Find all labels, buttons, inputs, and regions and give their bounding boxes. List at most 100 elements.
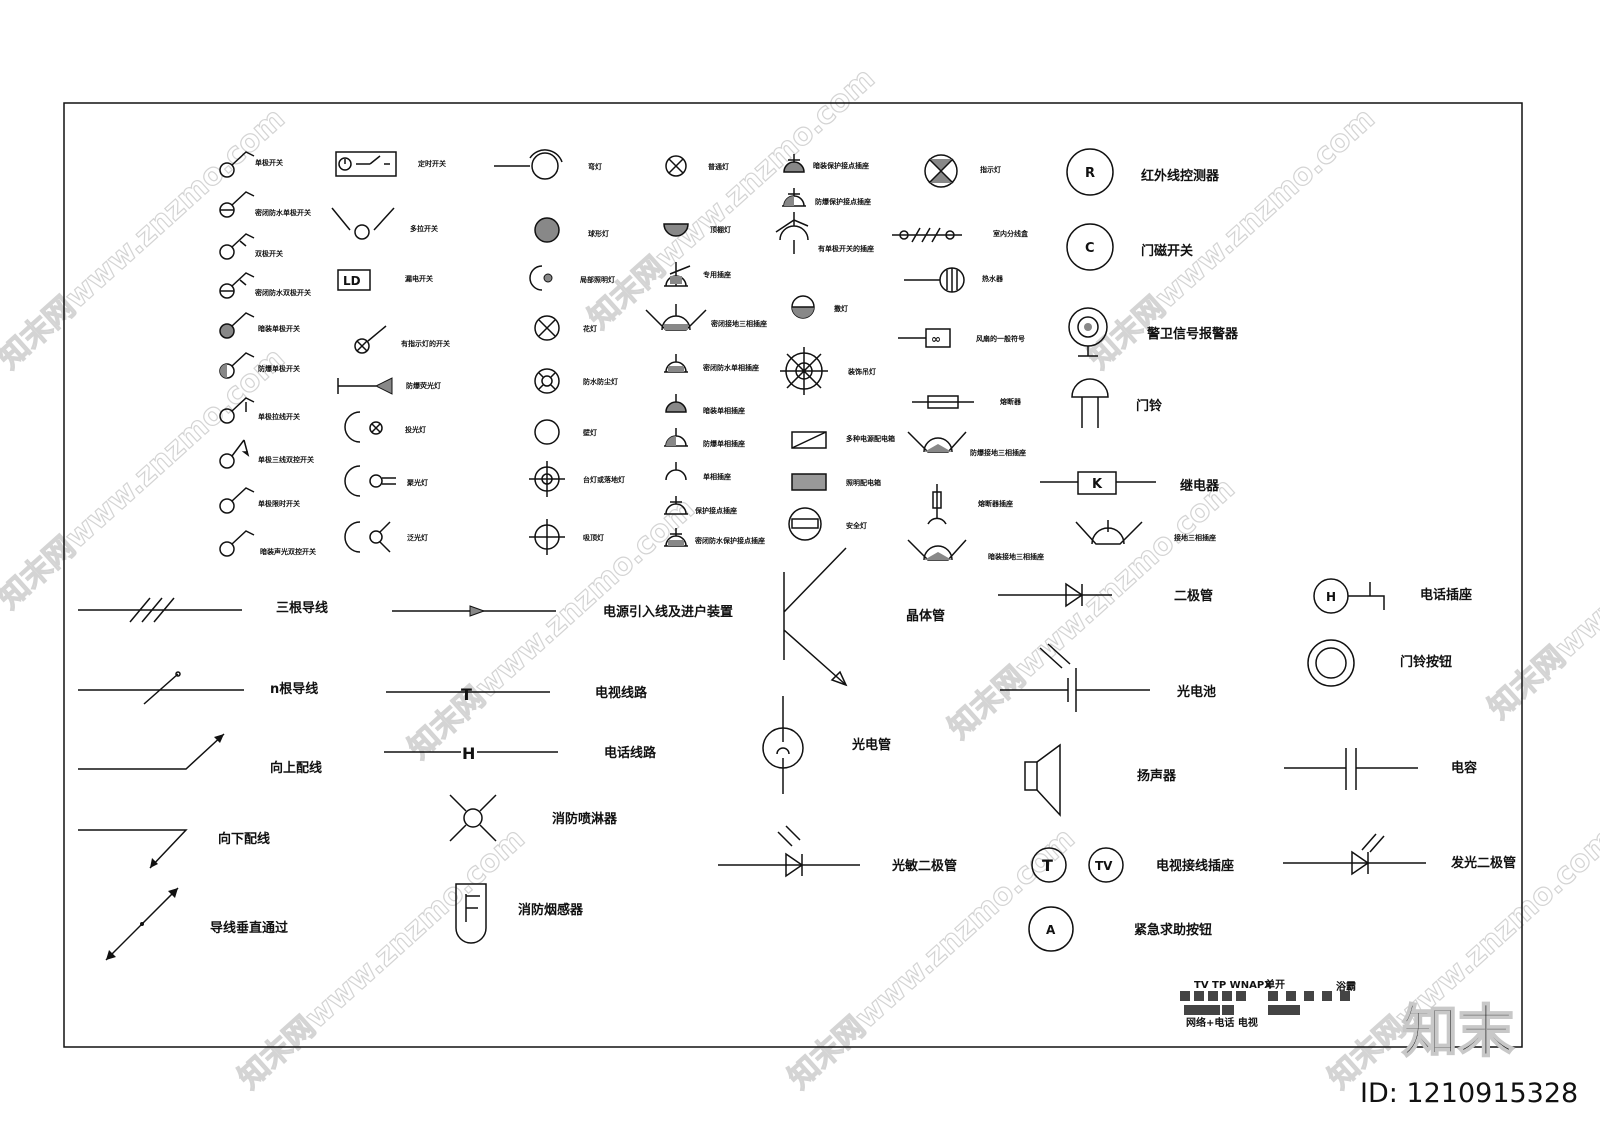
wiring-label: 向上配线 [270,760,322,776]
wiring-label: 导线垂直通过 [210,920,288,936]
ceiling-light-symbol [663,223,689,237]
switch-label: 单极三线双控开关 [258,455,314,464]
socket-label: 普通灯 [708,162,729,171]
svg-text:H: H [462,744,475,763]
socket-label: 防爆单相插座 [703,439,745,448]
switch-label: 双极开关 [255,249,283,258]
bent-lamp-symbol [494,149,563,180]
panel-icon-row [1180,991,1350,1015]
wire-down-symbol [78,829,188,869]
sealed-3phase-socket-symbol [645,304,707,331]
line-label: 电视线路 [595,685,648,701]
lamp-label: 弯灯 [588,162,602,171]
panel-single-label: 单开 [1265,978,1285,991]
column-misc: H 电话插座 门铃按钮 电容 发光二极管 [1283,578,1516,876]
two-way-switch-symbol [219,439,250,469]
explosion-3phase-socket-symbol [907,431,967,453]
lighting-panel-symbol [791,473,827,491]
photocell-symbol [1000,643,1150,712]
electronics-label: 光电管 [851,737,891,753]
socket-label: 专用插座 [703,270,731,279]
wiring-label: 三根导线 [276,600,328,616]
security-label: 继电器 [1180,478,1220,494]
svg-text:T: T [1042,856,1053,875]
waterproof-lamp-symbol [534,368,560,394]
electronics-label: 光敏二极管 [891,858,957,874]
svg-text:C: C [1085,241,1095,256]
concealed-protected-socket-symbol [783,154,805,173]
component-label: 扬声器 [1137,768,1177,784]
socket-with-switch-symbol [775,212,809,254]
doorbell-button-symbol [1307,639,1355,687]
svg-text:R: R [1085,166,1095,181]
lamp-label: 壁灯 [583,428,597,437]
device-label: 风扇的一般符号 [976,334,1025,343]
water-heater-symbol [904,267,965,293]
wall-lamp-symbol [534,419,560,445]
normal-lamp-symbol [665,155,687,177]
indicator-lamp-symbol [924,154,958,188]
switch-label: 防爆单极开关 [258,364,300,373]
tv-line-symbol: T [386,685,550,704]
single-socket-symbol [665,462,687,481]
junction-box-symbol [892,227,962,243]
column-security: R 红外线控测器 C 门磁开关 警卫信号报警器 门铃 K 继电器 接地三相插座 [1040,148,1239,545]
socket-label: 暗装保护接点插座 [813,161,869,170]
socket-label: 密闭防水保护接点插座 [695,536,765,545]
concealed-single-socket-symbol [665,394,687,413]
socket-label: 密闭防水单相插座 [703,363,759,372]
ld-mark: LD [343,274,361,288]
device-label: 熔断器 [1000,397,1022,406]
device-label: 热水器 [982,274,1004,283]
socket-label: 撒灯 [834,304,848,313]
lamp-label: 花灯 [583,324,597,333]
socket-label: 防爆保护接点插座 [815,197,871,206]
ceiling-lamp-symbol [529,519,565,555]
watermark-text: 知末网www.znzmo.com [0,101,292,376]
timer-switch-box-symbol [335,151,397,177]
switch-label: 单极开关 [255,158,283,167]
device-label: 熔断器插座 [978,499,1013,508]
brand-watermark: 知末 [1402,1000,1514,1065]
concealed-3phase-socket-symbol [907,539,967,561]
column-lamps: 弯灯 球形灯 局部照明灯 花灯 防水防尘灯 壁灯 台灯或落地灯 吸顶灯 [494,149,625,555]
watermark-text: 知末网www.znzmo.com [402,491,702,766]
sound-light-switch-symbol [219,530,255,557]
control-label: 泛光灯 [407,533,428,542]
sealed-single-socket-symbol [664,354,688,373]
emergency-button-symbol: A [1028,906,1074,952]
safety-lamp-symbol [788,507,822,541]
led-symbol [1283,833,1426,876]
timer-switch-symbol [219,487,255,514]
switch-label: 单极限时开关 [258,499,300,508]
switch-label: 单极拉线开关 [258,412,300,421]
control-label: 有指示灯的开关 [401,339,450,348]
socket-label: 有单极开关的插座 [818,244,874,253]
switch-label: 密闭防水单极开关 [255,208,311,217]
svg-text:A: A [1046,923,1056,937]
sprinkler-symbol [449,794,497,842]
leakage-switch-symbol: LD [337,269,371,291]
column-sockets-b: 暗装保护接点插座 防爆保护接点插座 有单极开关的插座 撒灯 装饰吊灯 多种电源配… [775,154,895,541]
security-label: 门磁开关 [1141,243,1193,259]
single-pole-switch-symbol [219,151,255,178]
security-label: 警卫信号报警器 [1147,326,1239,342]
multi-pull-switch-symbol [331,207,395,240]
watermark-text: 知末网www.znzmo.com [0,341,292,616]
indicator-switch-symbol [354,325,387,354]
column-lines: 电源引入线及进户装置 T 电视线路 H 电话线路 消防喷淋器 消防烟感器 [384,604,733,944]
switch-panel-legend: TV TP WNAPX 单开 浴霸 网络+电话 电视 [1180,978,1356,1029]
socket-label: 保护接点插座 [694,506,737,515]
component-label: 紧急求助按钮 [1134,922,1212,938]
watermark-text: 知末网www.znzmo.com [1482,451,1600,726]
fuse-socket-symbol [927,484,947,525]
explosion-proof-switch-symbol [219,352,255,379]
watermark-layer: 知末网www.znzmo.com 知末网www.znzmo.com 知末网www… [0,61,1600,1097]
security-label: 红外线控测器 [1141,168,1220,184]
column-devices: 指示灯 室内分线盒 热水器 ∞ 风扇的一般符号 熔断器 防爆接地三相插座 熔断器… [892,154,1044,561]
line-label: 电话线路 [604,745,657,761]
sealed-protected-socket-symbol [664,528,688,547]
